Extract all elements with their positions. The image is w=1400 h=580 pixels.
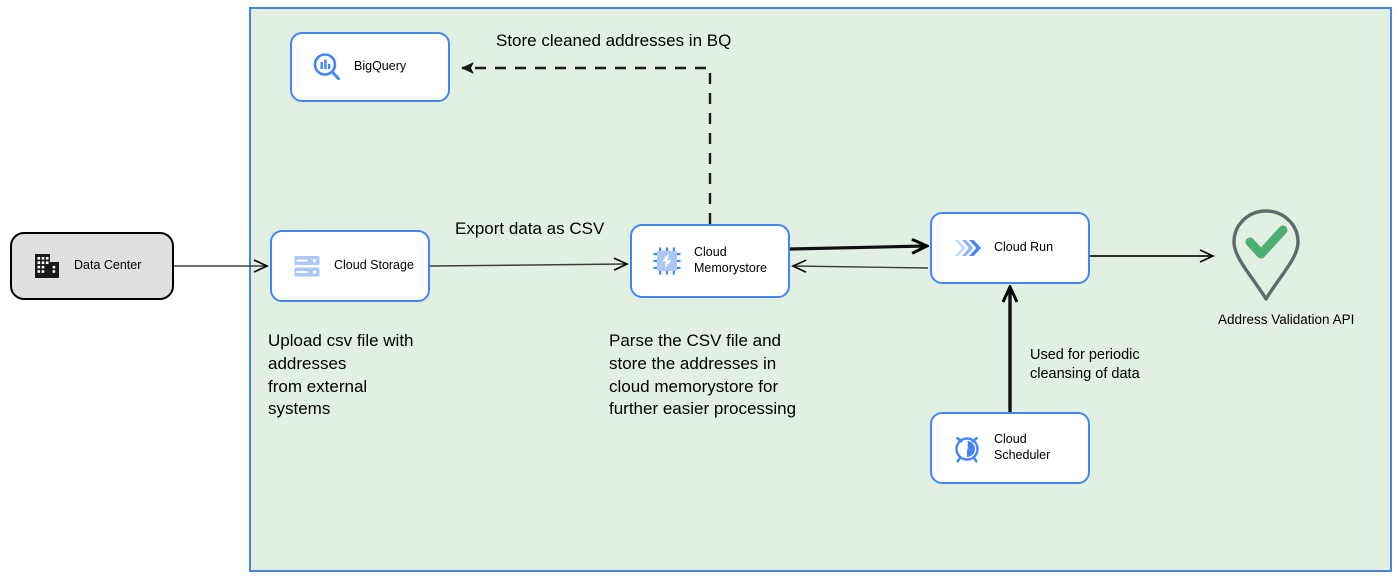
- node-address-validation-api[interactable]: Address Validation API: [1218, 206, 1398, 366]
- annotation-upload-csv: Upload csv file with addresses from exte…: [268, 331, 414, 419]
- annotation-periodic-cleansing: Used for periodic cleansing of data: [1030, 347, 1140, 383]
- edge-label-export-data-as-csv: Export data as CSV: [455, 219, 605, 238]
- cloud-run-icon: [950, 231, 984, 265]
- cloud-memorystore-icon: [650, 244, 684, 278]
- node-data-center[interactable]: Data Center: [10, 232, 174, 300]
- bigquery-icon: [310, 50, 344, 84]
- annotation-parse-csv: Parse the CSV file and store the address…: [609, 331, 797, 419]
- node-cloud-run[interactable]: Cloud Run: [930, 212, 1090, 284]
- edge-label-store-cleaned-addresses-in-bq: Store cleaned addresses in BQ: [496, 31, 732, 50]
- data-center-icon: [30, 249, 64, 283]
- node-bigquery-label: BigQuery: [354, 59, 407, 74]
- node-bigquery[interactable]: BigQuery: [290, 32, 450, 102]
- cloud-storage-icon: [290, 249, 324, 283]
- node-cloud-scheduler-label: Cloud Scheduler: [994, 432, 1051, 462]
- node-data-center-label: Data Center: [74, 258, 142, 273]
- node-cloud-storage-label: Cloud Storage: [334, 258, 414, 273]
- node-cloud-memorystore[interactable]: Cloud Memorystore: [630, 224, 790, 298]
- node-cloud-run-label: Cloud Run: [994, 240, 1054, 255]
- map-pin-check-icon: [1226, 206, 1306, 306]
- node-cloud-memorystore-label: Cloud Memorystore: [694, 245, 767, 275]
- node-cloud-scheduler[interactable]: Cloud Scheduler: [930, 412, 1090, 484]
- node-address-validation-api-label: Address Validation API: [1218, 312, 1355, 327]
- node-cloud-storage[interactable]: Cloud Storage: [270, 230, 430, 302]
- cloud-scheduler-icon: [950, 431, 984, 465]
